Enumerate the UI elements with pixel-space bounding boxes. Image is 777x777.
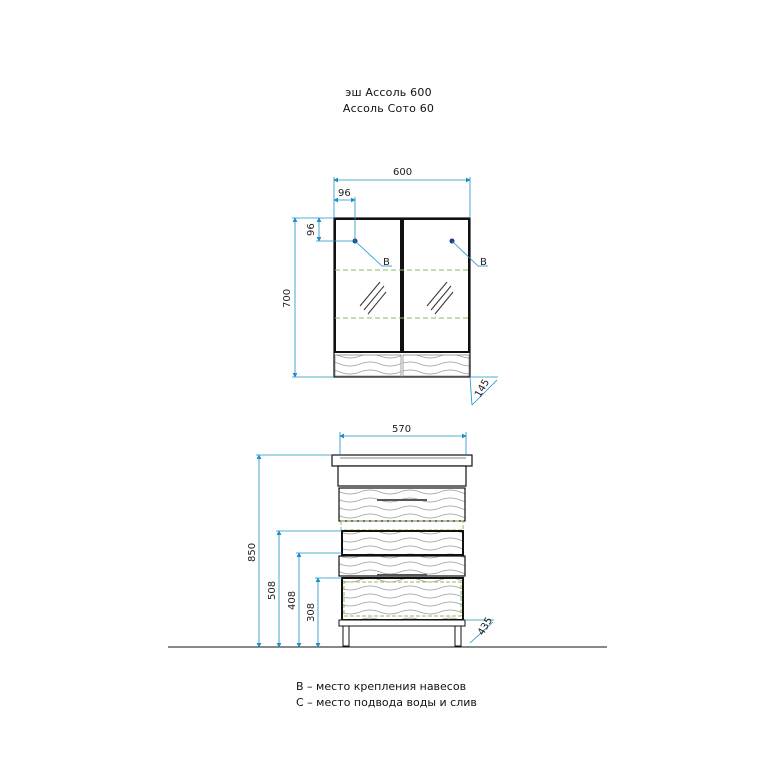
mirror-dimensions	[292, 177, 498, 406]
mirror-door-left	[334, 218, 402, 353]
vanity-lower-panel	[338, 555, 466, 577]
vanity-drawer-bottom	[341, 577, 464, 621]
dim-height-308: 308	[306, 603, 317, 622]
vanity-drawer-upper	[338, 487, 466, 522]
mirror-cabinet: B B	[333, 217, 488, 378]
dim-height-508: 508	[267, 581, 278, 600]
dim-mirror-width: 600	[393, 167, 412, 178]
dim-mirror-height: 700	[282, 289, 293, 308]
vanity-leg-left	[342, 625, 350, 647]
vanity-unit	[331, 454, 473, 647]
legend-mount-points: B – место крепления навесов	[296, 680, 467, 693]
product-title-2: Ассоль Сото 60	[342, 102, 435, 115]
mirror-plinth-left	[334, 354, 402, 377]
vanity-drawer-middle	[341, 530, 464, 556]
product-title-1: эш Ассоль 600	[345, 86, 432, 99]
mirror-glare-right	[426, 281, 454, 315]
vanity-dimensions	[256, 432, 494, 648]
dim-mirror-offset-y: 96	[306, 223, 317, 236]
dim-height-408: 408	[287, 591, 298, 610]
mount-label-left: B	[383, 257, 390, 268]
vanity-countertop	[331, 454, 473, 467]
dim-mirror-offset-x: 96	[338, 188, 351, 199]
dim-vanity-depth: 435	[476, 615, 495, 637]
dim-vanity-height: 850	[247, 543, 258, 562]
inner-guide-lower	[343, 581, 462, 617]
mount-label-right: B	[480, 257, 487, 268]
inner-guide-upper	[340, 520, 464, 531]
dim-mirror-depth: 145	[473, 377, 492, 399]
vanity-top-panel	[337, 465, 467, 487]
mirror-glare-left	[359, 281, 387, 315]
vanity-leg-right	[454, 625, 462, 647]
legend-water-supply: C – место подвода воды и слив	[296, 696, 477, 709]
mirror-plinth-right	[402, 354, 470, 377]
mirror-door-right	[402, 218, 470, 353]
dim-vanity-width: 570	[392, 424, 411, 435]
